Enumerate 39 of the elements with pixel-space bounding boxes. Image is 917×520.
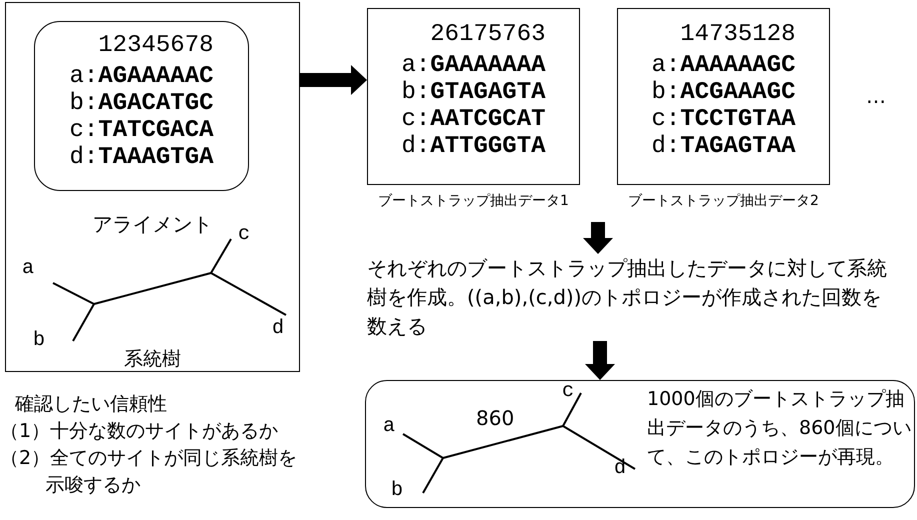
leaf-label: c	[562, 381, 574, 403]
leaf-label: a	[22, 258, 34, 280]
note-heading: 確認したい信頼性	[15, 392, 167, 417]
sequence-row: c:AATCGCAT	[401, 106, 546, 133]
leaf-label: b	[33, 330, 46, 352]
note-item: （1）十分な数のサイトがあるか	[0, 419, 278, 444]
sequence-row: a:AAAAAAGC	[651, 52, 796, 79]
sequence-row: a:AGAAAAAC	[69, 63, 214, 90]
sequence-row: d:ATTGGGTA	[401, 133, 546, 160]
result-text: 1000個のブートストラップ抽出データのうち、860個について、このトポロジーが再現。	[647, 387, 912, 470]
leaf-label: c	[238, 224, 250, 246]
sequence-box	[367, 8, 580, 185]
sequence-row: a:GAAAAAAA	[401, 52, 546, 79]
sequence-row: c:TCCTGTAA	[651, 106, 796, 133]
sequence-box	[617, 8, 830, 185]
node-label: ブートストラップ抽出データ2	[628, 192, 819, 210]
alignment-box	[34, 21, 249, 191]
node-label: ブートストラップ抽出データ1	[378, 192, 569, 210]
position-numbers: 26175763	[430, 21, 546, 50]
sequence-row: b:GTAGAGTA	[401, 79, 546, 106]
leaf-label: a	[383, 416, 396, 438]
branch-support-value: 860	[476, 405, 514, 432]
sequence-row: d:TAGAGTAA	[651, 133, 796, 160]
alignment-caption: アライメント	[92, 211, 212, 238]
sequence-row: d:TAAAGTGA	[69, 144, 214, 171]
sequence-row: c:TATCGACA	[69, 117, 214, 144]
sequence-row: b:ACGAAAGC	[651, 79, 796, 106]
sequence-row: b:AGACATGC	[69, 90, 214, 117]
description-text: それぞれのブートストラップ抽出したデータに対して系統樹を作成。((a,b),(c,d))のトポロジーが作成された回数を数える	[367, 254, 892, 341]
result-box	[365, 380, 915, 508]
position-numbers: 12345678	[98, 32, 214, 61]
leaf-label: b	[391, 480, 404, 502]
ellipsis: …	[866, 83, 886, 110]
note-item: （2）全てのサイトが同じ系統樹を示唆するか	[0, 446, 298, 498]
leaf-label: d	[272, 318, 284, 340]
position-numbers: 14735128	[680, 21, 796, 50]
panel-box	[5, 2, 300, 372]
tree-caption: 系統樹	[124, 347, 181, 372]
leaf-label: d	[614, 458, 626, 480]
